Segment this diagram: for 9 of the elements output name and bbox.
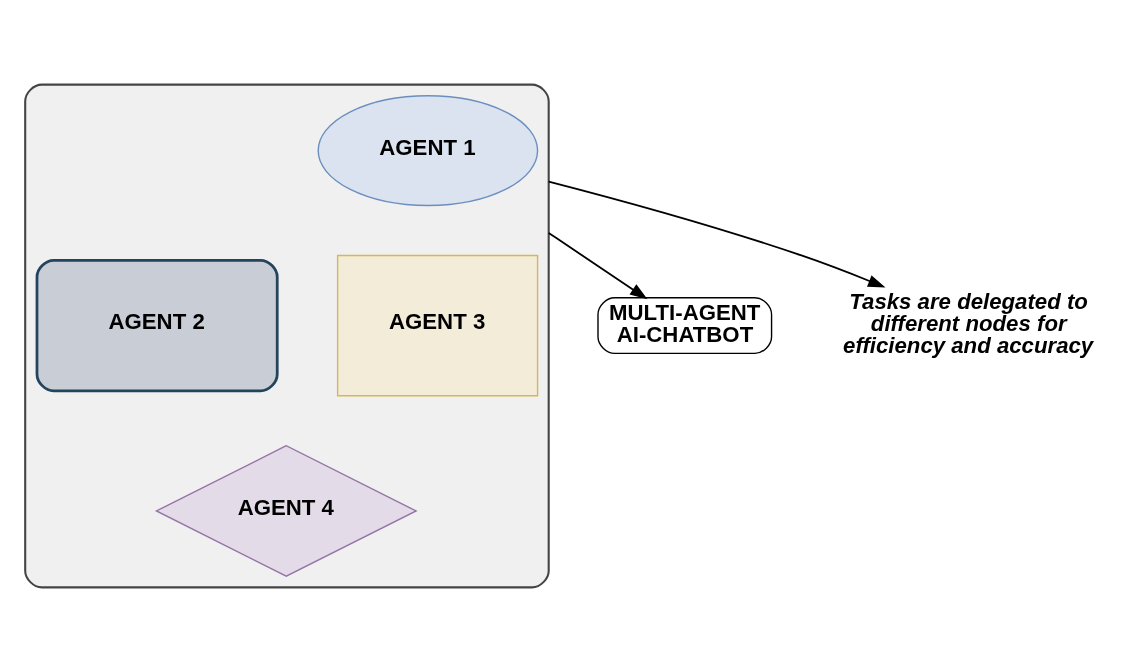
arrow [547, 232, 648, 300]
node-text: Tasks are delegated to different nodes for efficiency and accuracy [843, 288, 1094, 359]
node-box: AGENT 3 [336, 254, 539, 397]
node-box: AGENT 2 [35, 258, 279, 393]
node-box: MULTI-AGENT AI-CHATBOT [597, 297, 773, 355]
cluster [24, 83, 550, 589]
node-ellipse: AGENT 1 [317, 95, 539, 207]
arrow [547, 180, 886, 288]
node-diamond: AGENT 4 [154, 444, 418, 577]
